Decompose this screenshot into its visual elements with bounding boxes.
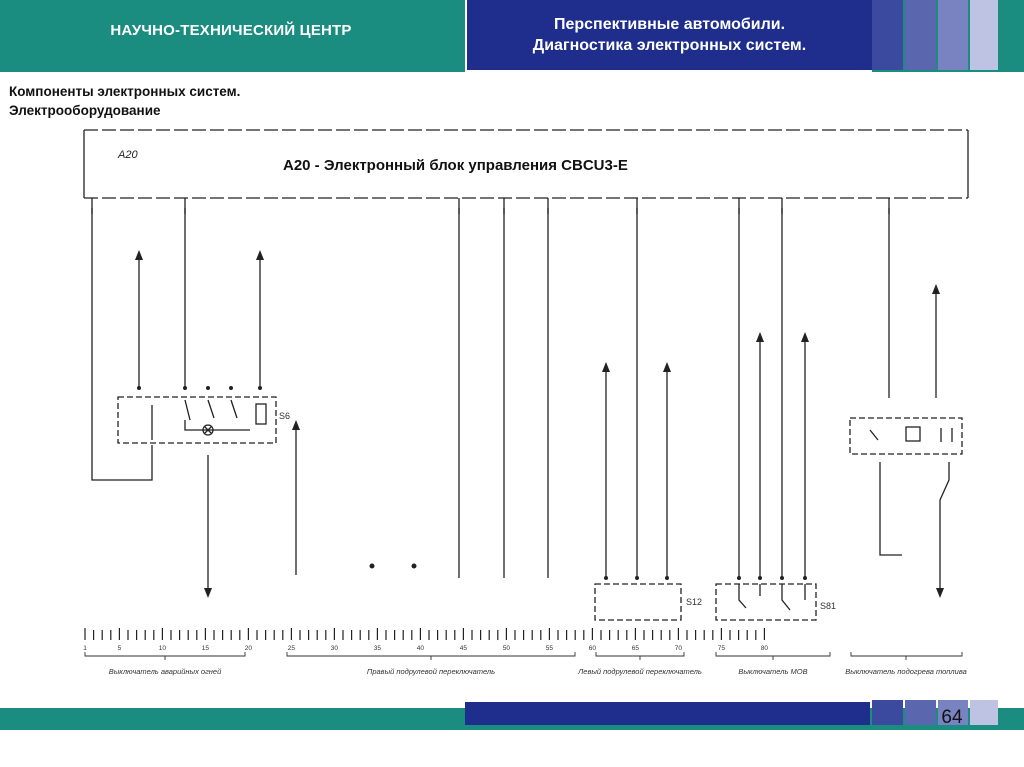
footer-stripe-2 — [905, 700, 936, 725]
component-label-s12: S12 — [686, 597, 702, 607]
position-ruler — [84, 628, 766, 640]
ruler-label: 35 — [374, 645, 382, 652]
switch-s6-box — [117, 396, 277, 444]
ruler-label: 80 — [761, 645, 769, 652]
ruler-label: 10 — [159, 645, 167, 652]
switch-fuel-heater-box — [849, 417, 963, 455]
switch-s81-box — [715, 583, 817, 621]
ruler-label: 45 — [460, 645, 468, 652]
group-label-left-stalk: Левый подрулевой переключатель — [577, 667, 702, 676]
control-unit-label: A20 — [117, 149, 138, 161]
ruler-label: 50 — [503, 645, 511, 652]
group-label-mob: Выключатель МОВ — [738, 667, 807, 676]
page-number: 64 — [941, 707, 963, 728]
ruler-label: 20 — [245, 645, 253, 652]
subtitle-line1: Компоненты электронных систем. — [9, 84, 241, 99]
header-stripe-2 — [905, 0, 936, 70]
ruler-label: 5 — [118, 645, 122, 652]
footer-stripe-1 — [872, 700, 903, 725]
group-label-right-stalk: Правый подрулевой переключатель — [367, 667, 495, 676]
course-title-box: Перспективные автомобили. Диагностика эл… — [465, 0, 872, 72]
control-unit-title: А20 - Электронный блок управления CBCU3-… — [283, 157, 628, 174]
component-label-s6: S6 — [279, 411, 290, 421]
ruler-label: 60 — [589, 645, 597, 652]
ruler-label: 65 — [632, 645, 640, 652]
ruler-label: 40 — [417, 645, 425, 652]
course-title-line2: Диагностика электронных систем. — [532, 37, 807, 54]
group-label-fuel-heater: Выключатель подогрева топлива — [845, 667, 967, 676]
header-stripe-4 — [970, 0, 998, 70]
footer-stripe-3 — [938, 700, 968, 725]
ruler-label: 25 — [288, 645, 296, 652]
header-stripe-1 — [872, 0, 903, 70]
subtitle-line2: Электрооборудование — [9, 103, 161, 118]
ruler-label: 1 — [83, 645, 87, 652]
header-stripe-3 — [938, 0, 968, 70]
course-title-line1: Перспективные автомобили. — [553, 16, 786, 33]
footer-box — [465, 700, 870, 725]
ruler-label: 70 — [675, 645, 683, 652]
org-title: НАУЧНО-ТЕХНИЧЕСКИЙ ЦЕНТР — [110, 21, 352, 39]
ruler-label: 15 — [202, 645, 210, 652]
ruler-label: 55 — [546, 645, 554, 652]
ruler-label: 30 — [331, 645, 339, 652]
slide-subtitle: Компоненты электронных систем. Электрооб… — [9, 82, 240, 120]
component-label-s81: S81 — [820, 601, 836, 611]
footer-stripe-4 — [970, 700, 998, 725]
switch-s12-box — [594, 583, 682, 621]
ruler-label: 75 — [718, 645, 726, 652]
group-label-hazard: Выключатель аварийных огней — [109, 667, 222, 676]
